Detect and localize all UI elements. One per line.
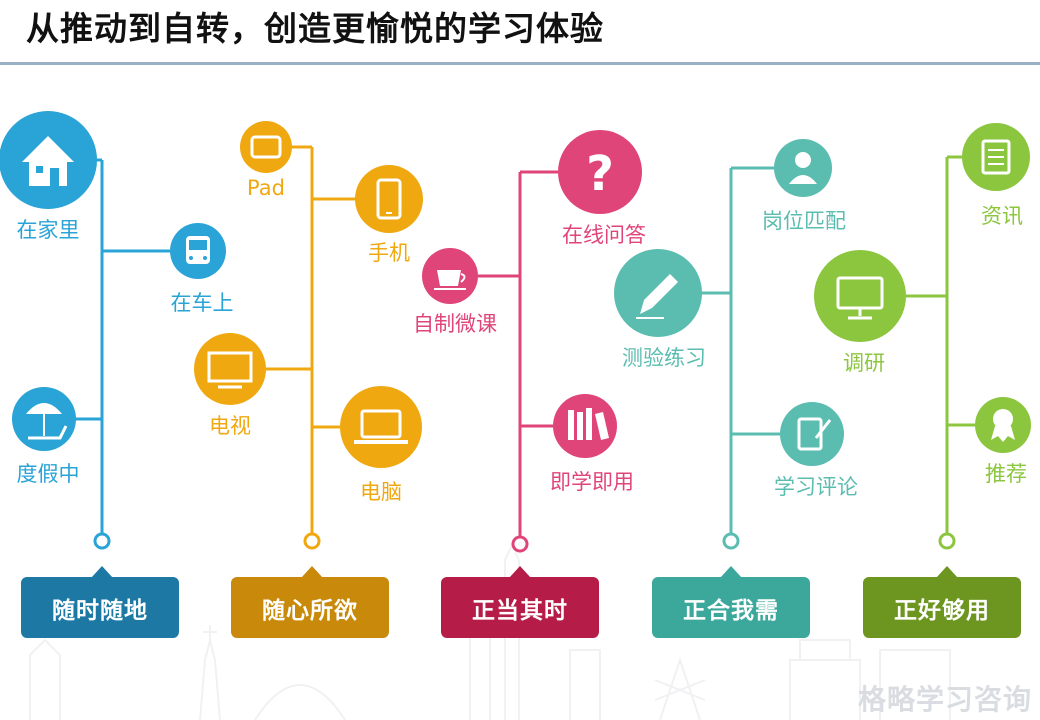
box-notch-2 — [301, 566, 323, 578]
beach-umbrella-icon — [12, 387, 76, 451]
item-label-tv: 电视 — [209, 414, 251, 438]
item-label-survey: 调研 — [843, 351, 885, 375]
item-label-on-bus: 在车上 — [170, 291, 234, 315]
person-icon — [774, 139, 832, 197]
group-3-connectors — [478, 170, 558, 553]
box-notch-5 — [936, 566, 958, 578]
notepad-icon — [780, 402, 844, 466]
house-icon — [0, 111, 97, 209]
category-box-anytime-anywhere: 随时随地 — [21, 577, 179, 638]
item-label-recommend: 推荐 — [985, 462, 1027, 486]
tv-icon — [194, 333, 266, 405]
svg-text:?: ? — [586, 146, 614, 202]
watermark-logo: 格略学习咨询 — [857, 683, 1032, 716]
item-label-quiz-practice: 测验练习 — [622, 346, 706, 370]
group-4-connectors — [700, 166, 780, 550]
group-1-connectors — [72, 158, 170, 550]
page-title: 从推动到自转，创造更愉悦的学习体验 — [26, 9, 604, 48]
category-box-as-you-wish: 随心所欲 — [231, 577, 389, 638]
category-box-fits-my-needs: 正合我需 — [652, 577, 810, 638]
item-label-news: 资讯 — [981, 204, 1023, 228]
tablet-icon — [240, 121, 292, 173]
box-notch-4 — [720, 566, 742, 578]
group-5-connectors — [906, 155, 975, 550]
document-icon — [962, 123, 1030, 191]
item-label-on-vacation: 度假中 — [16, 462, 80, 486]
monitor-icon — [814, 250, 906, 342]
box-notch-3 — [509, 566, 531, 578]
item-label-learn-and-apply: 即学即用 — [550, 470, 634, 494]
item-label-phone: 手机 — [368, 241, 410, 265]
item-label-pad: Pad — [247, 176, 285, 200]
question-icon: ? — [558, 130, 642, 214]
category-box-right-time: 正当其时 — [441, 577, 599, 638]
phone-icon — [355, 165, 423, 233]
category-box-just-enough: 正好够用 — [863, 577, 1021, 638]
coffee-cup-icon — [422, 248, 478, 304]
laptop-icon — [340, 386, 422, 468]
item-label-online-qa: 在线问答 — [562, 223, 646, 247]
item-label-job-match: 岗位匹配 — [762, 209, 846, 233]
books-icon — [553, 394, 617, 458]
item-label-micro-course: 自制微课 — [413, 312, 497, 336]
box-notch-1 — [91, 566, 113, 578]
item-label-learning-comments: 学习评论 — [774, 475, 858, 499]
bus-icon — [170, 223, 226, 279]
group-2-connectors — [266, 145, 356, 550]
item-label-computer: 电脑 — [360, 480, 402, 504]
pencil-icon — [614, 249, 702, 337]
title-divider — [0, 62, 1040, 65]
award-icon — [975, 397, 1031, 453]
item-label-at-home: 在家里 — [16, 218, 80, 242]
